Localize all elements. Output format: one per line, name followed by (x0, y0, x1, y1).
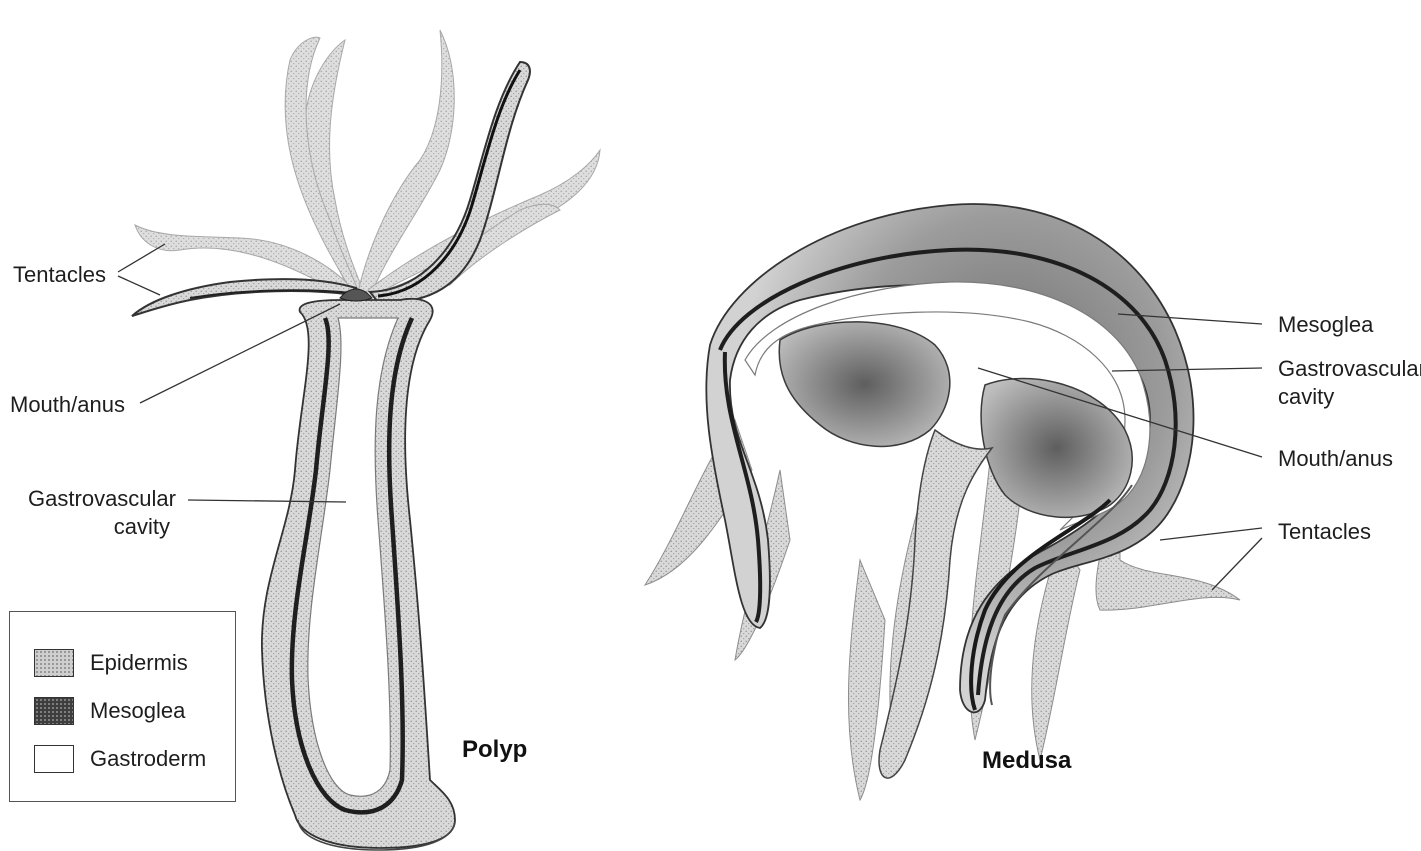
polyp-label-mouth-anus: Mouth/anus (10, 392, 125, 418)
polyp-title: Polyp (462, 736, 527, 764)
medusa-label-mesoglea: Mesoglea (1278, 312, 1373, 338)
legend-item-gastroderm: Gastroderm (34, 744, 206, 774)
legend: Epidermis Mesoglea Gastroderm (9, 611, 236, 802)
medusa-title: Medusa (982, 747, 1071, 775)
gastroderm-swatch (34, 745, 74, 773)
polyp-label-cavity: cavity (10, 514, 170, 540)
medusa-drawing (645, 204, 1240, 800)
legend-label-epidermis: Epidermis (90, 650, 188, 676)
medusa-label-tentacles: Tentacles (1278, 519, 1371, 545)
legend-item-epidermis: Epidermis (34, 648, 188, 678)
medusa-inner-lobe-left (779, 322, 950, 447)
legend-item-mesoglea: Mesoglea (34, 696, 185, 726)
polyp-label-tentacles: Tentacles (13, 262, 106, 288)
mesoglea-swatch (34, 697, 74, 725)
medusa-label-cavity: cavity (1278, 384, 1334, 410)
legend-label-mesoglea: Mesoglea (90, 698, 185, 724)
epidermis-swatch (34, 649, 74, 677)
legend-label-gastroderm: Gastroderm (90, 746, 206, 772)
polyp-label-gastrovascular: Gastrovascular (10, 486, 176, 512)
medusa-label-gastrovascular: Gastrovascular (1278, 356, 1421, 382)
medusa-label-mouth-anus: Mouth/anus (1278, 446, 1393, 472)
